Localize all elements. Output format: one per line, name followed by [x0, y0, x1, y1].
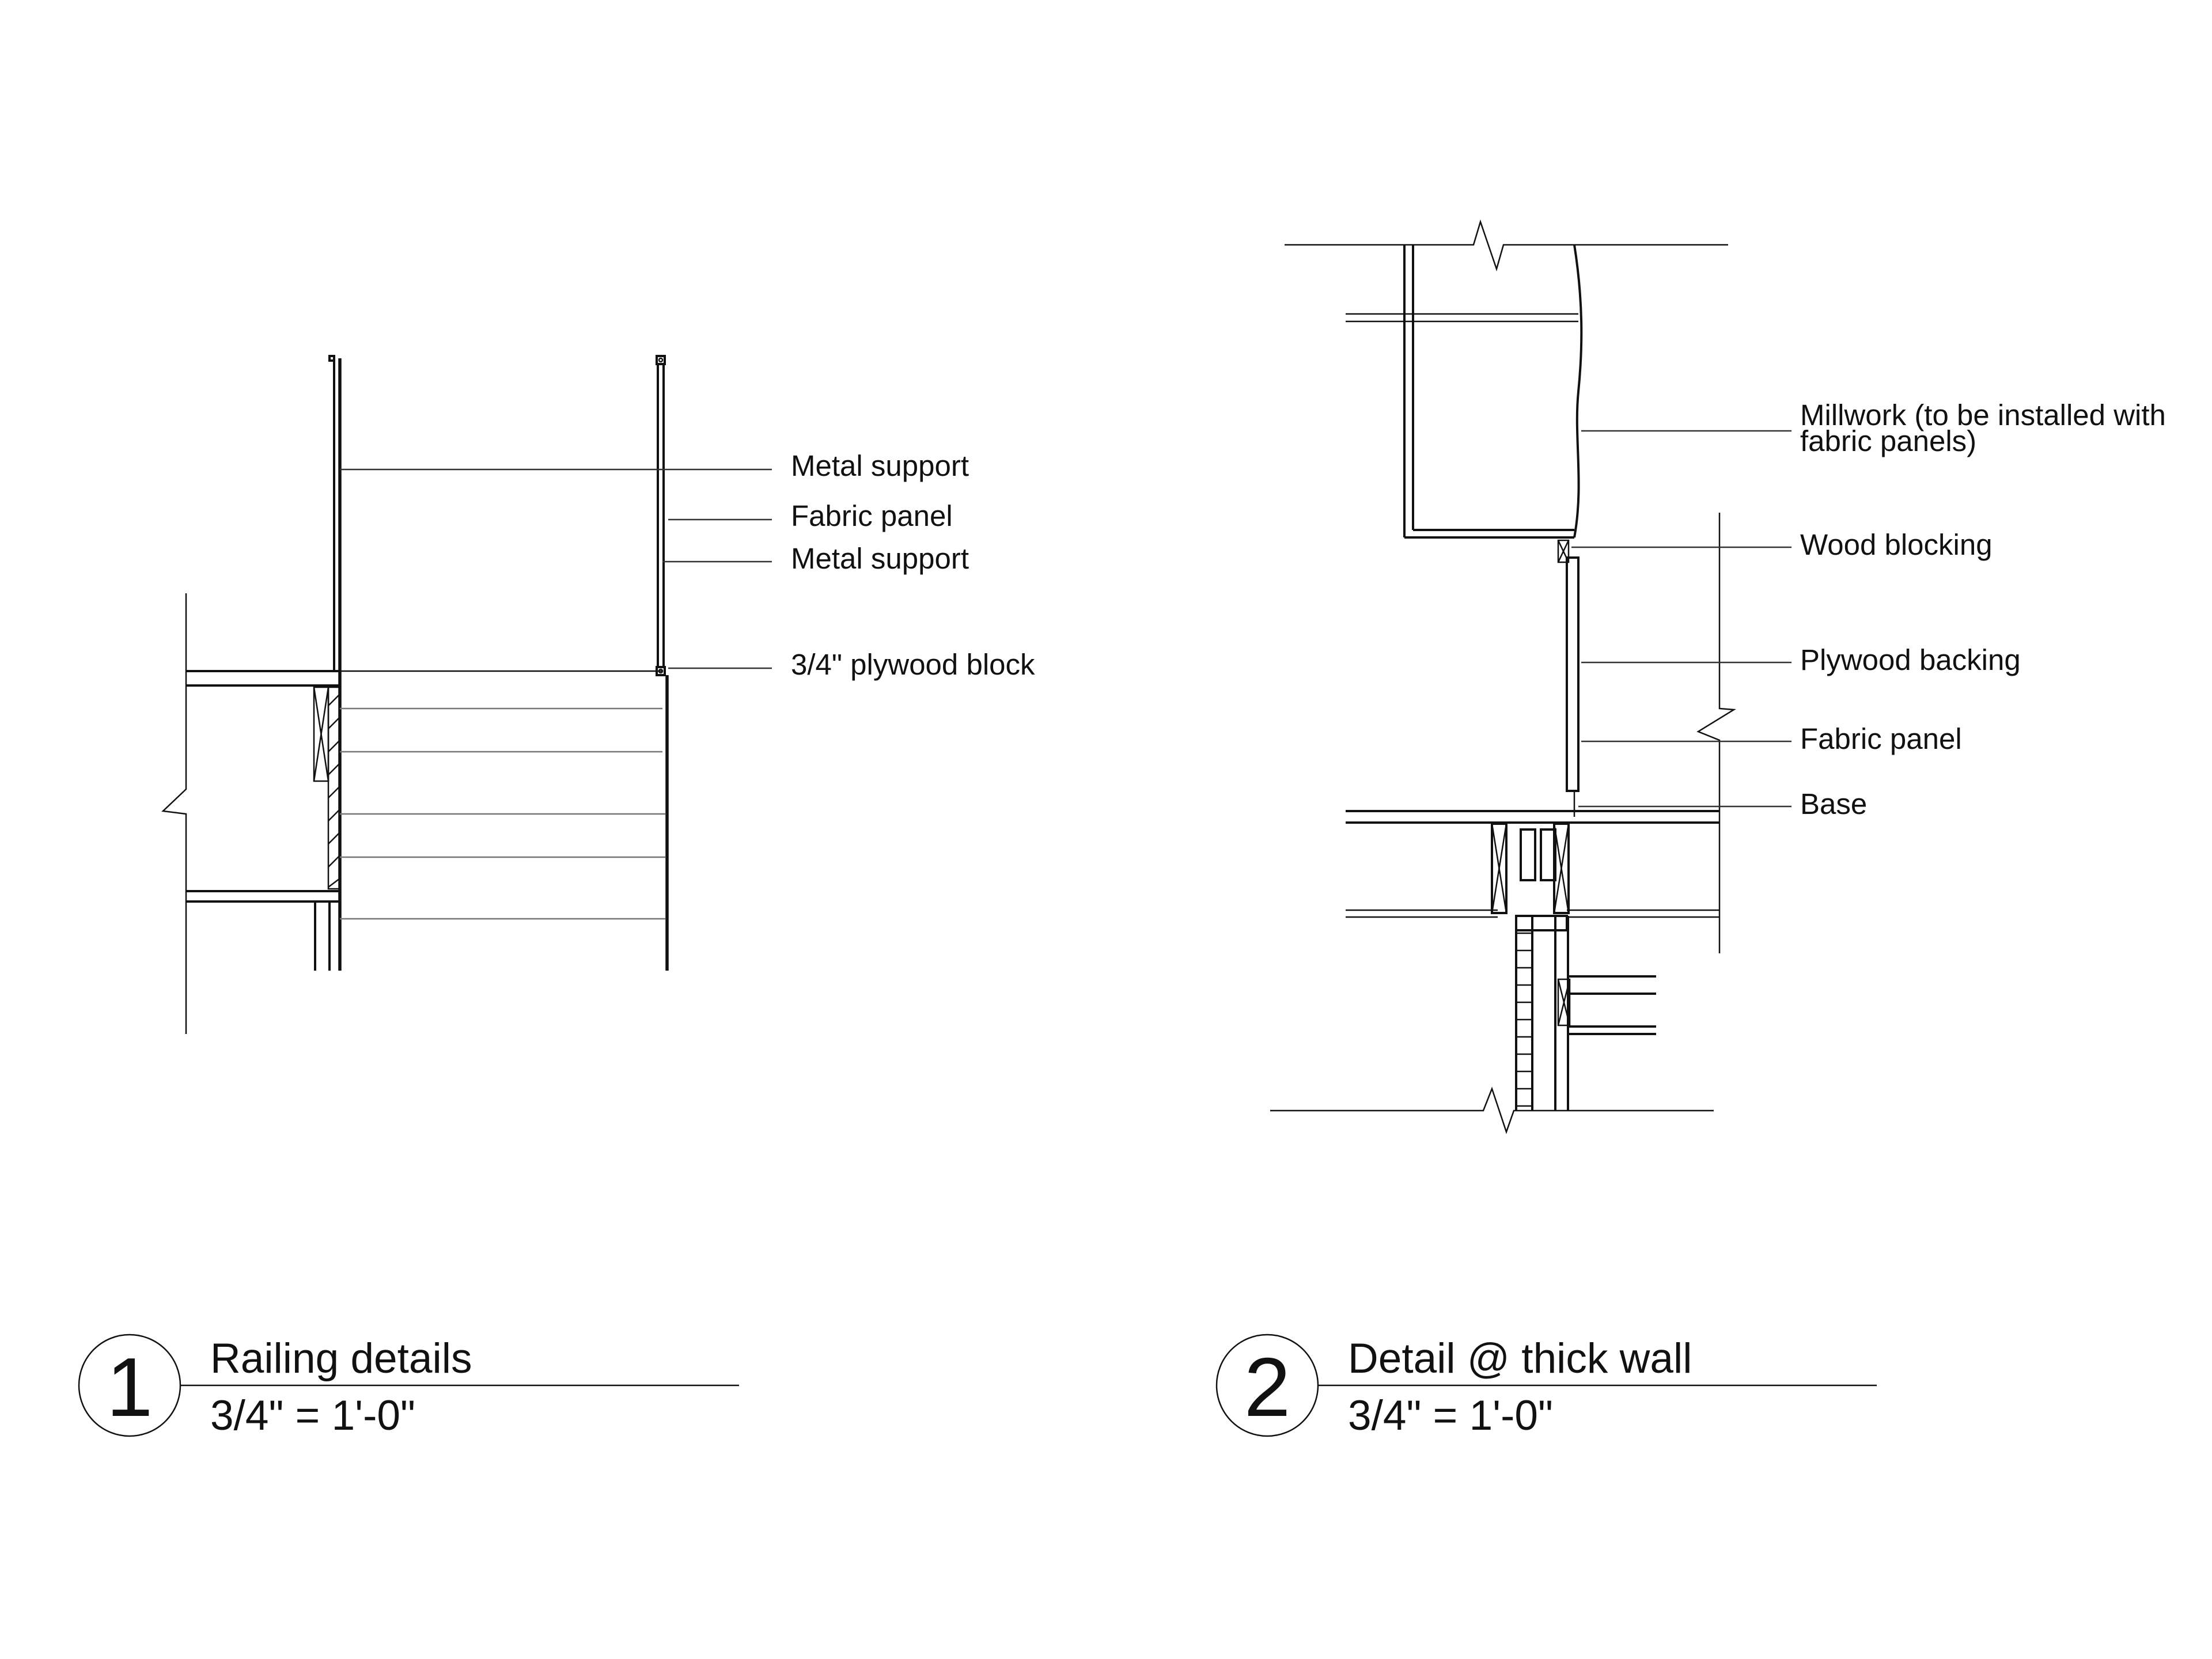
detail-1-callout-fabric-panel: Fabric panel — [791, 499, 953, 532]
detail-2-title-block: 2 Detail @ thick wall 3/4" = 1'-0" — [1215, 1334, 1877, 1439]
detail-2-joists — [1491, 823, 1570, 914]
detail-1-right-panel-post — [656, 355, 669, 971]
detail-1-left-metal-post — [314, 355, 342, 971]
detail-1-plywood-hatch — [327, 686, 341, 890]
detail-2-number: 2 — [1244, 1340, 1291, 1434]
detail-2-bottom-break-line — [1270, 1086, 1714, 1134]
detail-2-right-wall-break — [1696, 513, 1736, 953]
detail-2-callout-wood-blocking: Wood blocking — [1800, 528, 1993, 561]
detail-2-millwork-cabinet — [1346, 244, 1583, 539]
detail-2-scale: 3/4" = 1'-0" — [1348, 1392, 1553, 1439]
detail-1-callout-plywood-block: 3/4" plywood block — [791, 648, 1035, 681]
detail-2-title: Detail @ thick wall — [1348, 1335, 1692, 1382]
detail-1-title-block: 1 Railing details 3/4" = 1'-0" — [78, 1334, 739, 1439]
detail-1-number: 1 — [107, 1340, 153, 1434]
detail-2-lower-wall — [1515, 915, 1656, 1111]
detail-2-callout-base: Base — [1800, 787, 1867, 820]
detail-2-floor — [1346, 810, 1719, 918]
detail-1-wood-blocking — [313, 686, 329, 782]
detail-1-leaders — [340, 468, 772, 669]
detail-2-callout-millwork-line2: fabric panels) — [1800, 425, 1976, 457]
detail-2-callout-fabric-panel: Fabric panel — [1800, 722, 1962, 755]
detail-1-callout-metal-support-bottom: Metal support — [791, 542, 969, 575]
detail-1-wall-break-line — [161, 593, 187, 1034]
detail-2-thick-wall-drawing — [1270, 219, 1791, 1134]
detail-1-grey-lines — [340, 707, 665, 920]
detail-1-callout-metal-support-top: Metal support — [791, 449, 969, 482]
detail-1-railing-drawing — [161, 355, 772, 1034]
detail-2-panel-stack — [1566, 556, 1580, 817]
detail-1-floor-slab — [186, 670, 662, 903]
detail-1-title: Railing details — [210, 1335, 472, 1382]
detail-2-leaders — [1571, 430, 1791, 808]
detail-2-callout-millwork-line1: Millwork (to be installed with — [1800, 399, 2166, 431]
detail-1-scale: 3/4" = 1'-0" — [210, 1392, 415, 1439]
detail-2-callout-plywood-backing: Plywood backing — [1800, 643, 2021, 676]
detail-2-top-break-line — [1285, 219, 1728, 272]
